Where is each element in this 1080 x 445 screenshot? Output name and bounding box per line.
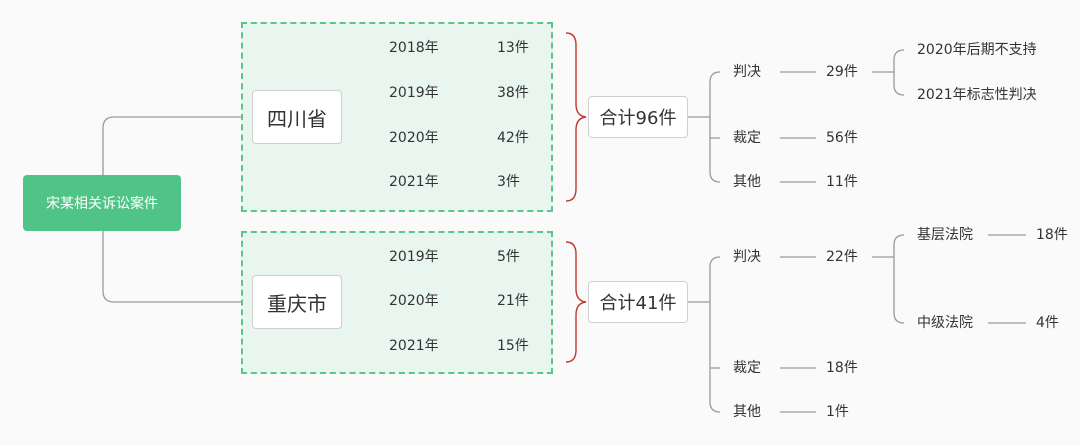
type-label: 其他: [733, 404, 761, 420]
year-count: 15件: [497, 338, 529, 354]
year-count: 5件: [497, 249, 520, 265]
year-count: 13件: [497, 40, 529, 56]
sub-label: 中级法院: [917, 315, 973, 331]
sub-count: 4件: [1036, 315, 1059, 331]
type-label: 判决: [733, 249, 761, 265]
type-count: 18件: [826, 360, 858, 376]
type-count: 29件: [826, 64, 858, 80]
total-label: 合计41件: [599, 293, 677, 314]
province-node-sichuan[interactable]: 四川省: [252, 90, 342, 144]
type-label: 裁定: [733, 130, 761, 146]
type-label: 裁定: [733, 360, 761, 376]
sub-count: 18件: [1036, 227, 1068, 243]
year-label: 2020年: [389, 130, 439, 146]
total-label: 合计96件: [599, 108, 677, 129]
sub-label: 2020年后期不支持: [917, 42, 1037, 58]
year-label: 2020年: [389, 293, 439, 309]
province-label: 重庆市: [267, 291, 327, 316]
type-count: 11件: [826, 174, 858, 190]
type-label: 判决: [733, 64, 761, 80]
sichuan-group: [241, 22, 553, 212]
type-count: 1件: [826, 404, 849, 420]
sub-label: 基层法院: [917, 227, 973, 243]
root-label: 宋某相关诉讼案件: [46, 196, 158, 212]
year-count: 21件: [497, 293, 529, 309]
brace-chongqing: [565, 241, 587, 363]
province-label: 四川省: [267, 106, 327, 131]
type-count: 22件: [826, 249, 858, 265]
brace-sichuan: [565, 32, 587, 202]
year-count: 38件: [497, 85, 529, 101]
year-count: 3件: [497, 174, 520, 190]
total-node-chongqing[interactable]: 合计41件: [588, 281, 688, 323]
type-count: 56件: [826, 130, 858, 146]
root-node[interactable]: 宋某相关诉讼案件: [23, 175, 181, 231]
year-count: 42件: [497, 130, 529, 146]
total-node-sichuan[interactable]: 合计96件: [588, 96, 688, 138]
year-label: 2019年: [389, 249, 439, 265]
sub-label: 2021年标志性判决: [917, 87, 1037, 103]
year-label: 2019年: [389, 85, 439, 101]
year-label: 2021年: [389, 174, 439, 190]
type-label: 其他: [733, 174, 761, 190]
year-label: 2021年: [389, 338, 439, 354]
year-label: 2018年: [389, 40, 439, 56]
province-node-chongqing[interactable]: 重庆市: [252, 275, 342, 329]
